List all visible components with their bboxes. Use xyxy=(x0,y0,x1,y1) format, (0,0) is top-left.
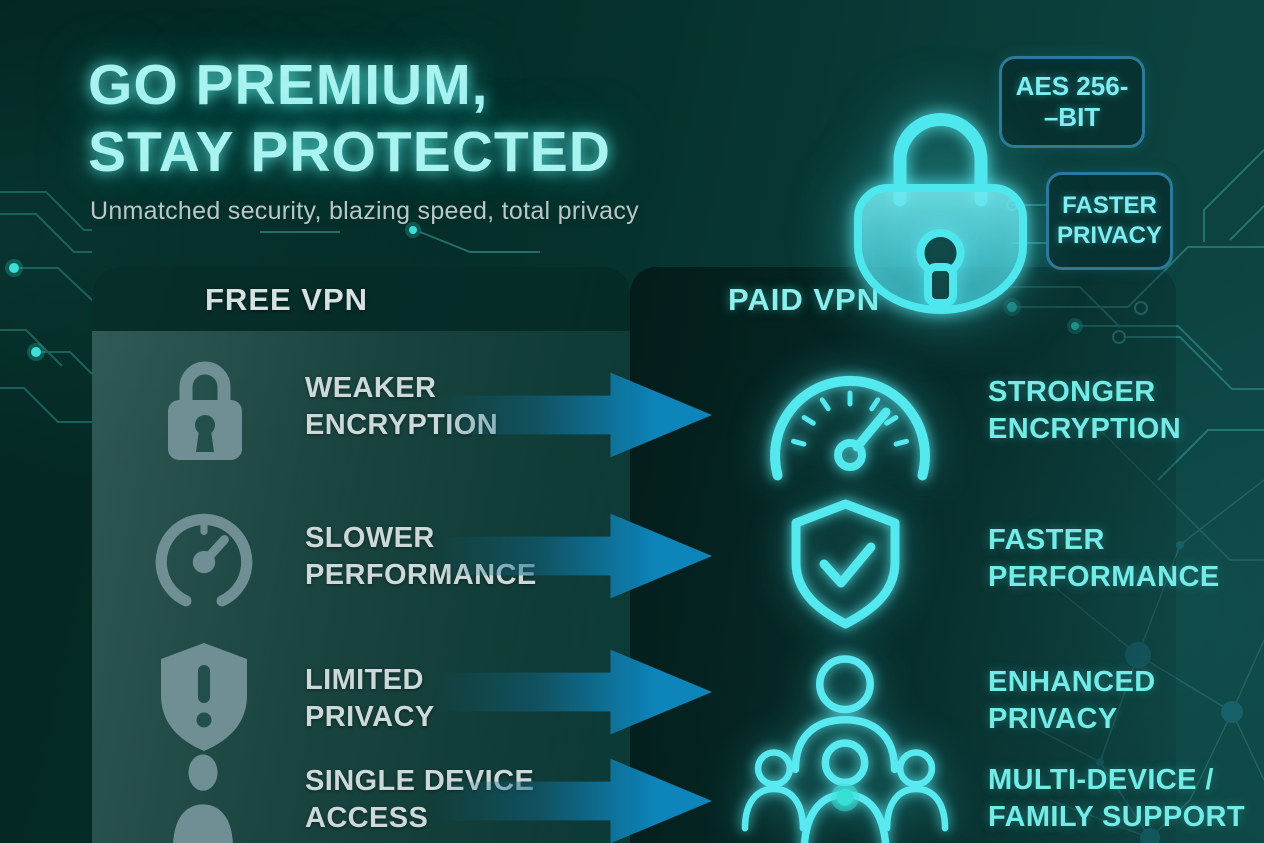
single-user-icon xyxy=(173,754,233,843)
badge-aes-line-1: AES 256- xyxy=(1015,71,1129,101)
badge-aes-line-2: –BIT xyxy=(1043,102,1101,132)
faster-privacy-badge: FASTER PRIVACY xyxy=(1046,172,1173,270)
speedometer-icon xyxy=(155,513,253,607)
free-vpn-header-band xyxy=(92,267,630,331)
title-line-1: GO PREMIUM, xyxy=(88,53,489,117)
paid-vpn-header-label: PAID VPN xyxy=(728,282,881,317)
badge-priv-line-2: PRIVACY xyxy=(1057,222,1162,249)
speedometer-icon xyxy=(770,375,930,481)
free-item-device-line2: ACCESS xyxy=(305,802,429,834)
free-item-privacy-line2: PRIVACY xyxy=(305,701,435,733)
shield-alert-icon xyxy=(161,643,247,751)
free-vpn-header-label: FREE VPN xyxy=(205,282,369,317)
paid-item-performance-line1: FASTER xyxy=(988,524,1105,556)
free-item-privacy: LIMITED PRIVACY xyxy=(305,662,435,736)
free-item-encryption-line1: WEAKER xyxy=(305,372,437,404)
free-item-device: SINGLE DEVICE ACCESS xyxy=(305,763,534,837)
paid-item-privacy-line2: PRIVACY xyxy=(988,703,1118,735)
free-item-performance-line1: SLOWER xyxy=(305,522,435,554)
user-group-icon xyxy=(741,655,949,843)
paid-item-encryption: STRONGER ENCRYPTION xyxy=(988,374,1181,448)
page-title: GO PREMIUM, STAY PROTECTED xyxy=(88,52,728,186)
free-item-privacy-line1: LIMITED xyxy=(305,664,424,696)
paid-item-encryption-line1: STRONGER xyxy=(988,376,1156,408)
title-line-2: STAY PROTECTED xyxy=(88,120,611,184)
page-subtitle: Unmatched security, blazing speed, total… xyxy=(90,197,639,225)
padlock-icon xyxy=(854,113,1027,314)
paid-vpn-panel xyxy=(630,267,1176,843)
shield-check-icon xyxy=(791,499,900,629)
paid-item-privacy: ENHANCED PRIVACY xyxy=(988,664,1156,738)
paid-item-performance-line2: PERFORMANCE xyxy=(988,561,1220,593)
paid-item-multidevice-line2: FAMILY SUPPORT xyxy=(988,801,1245,833)
paid-item-performance: FASTER PERFORMANCE xyxy=(988,522,1220,596)
paid-item-multidevice-line1: MULTI-DEVICE / xyxy=(988,764,1214,796)
paid-item-encryption-line2: ENCRYPTION xyxy=(988,413,1182,445)
aes-256-bit-badge: AES 256- –BIT xyxy=(999,56,1145,148)
paid-item-privacy-line1: ENHANCED xyxy=(988,666,1156,698)
lock-icon xyxy=(168,361,242,460)
paid-item-multidevice: MULTI-DEVICE / FAMILY SUPPORT xyxy=(988,762,1245,836)
badge-priv-line-1: FASTER xyxy=(1062,192,1157,219)
